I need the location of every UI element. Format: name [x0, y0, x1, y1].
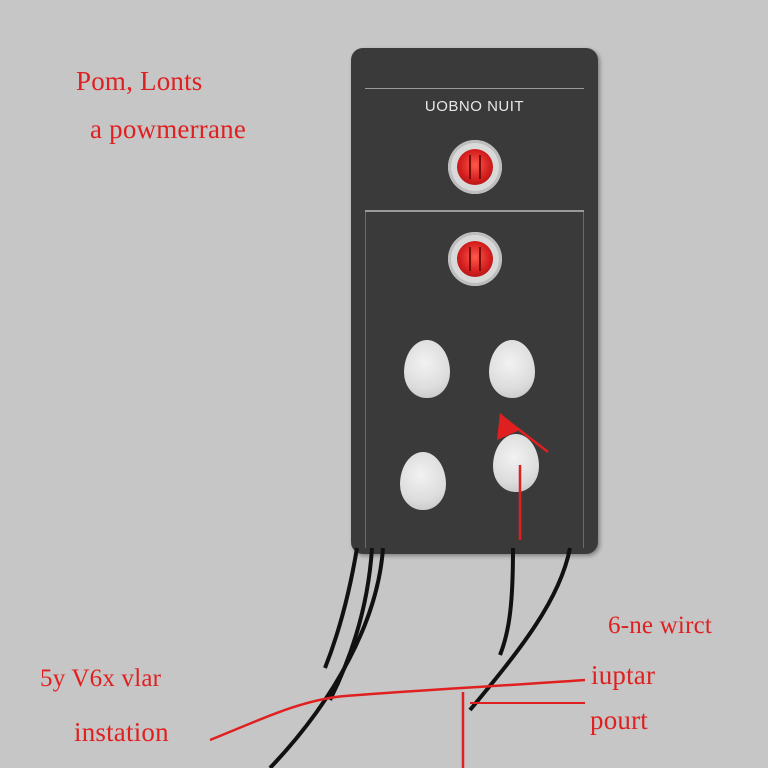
knob-upper-right[interactable]	[489, 340, 535, 398]
device-panel: UOBNO NUIT	[351, 48, 598, 554]
knob-lower-left[interactable]	[400, 452, 446, 510]
red-button-core-icon	[457, 241, 493, 277]
knob-lower-right[interactable]	[493, 434, 539, 492]
middle-red-button[interactable]	[448, 232, 502, 286]
red-line-horizontal	[209, 678, 586, 742]
red-button-core-icon	[457, 149, 493, 185]
red-arrow-head-icon	[497, 413, 520, 440]
label-right-3: pourt	[590, 705, 648, 735]
black-wire-3	[268, 547, 385, 768]
label-bottom-left-2: instation	[74, 717, 169, 747]
black-wire-5	[468, 547, 572, 712]
device-bottom-section	[365, 212, 584, 548]
black-wire-4	[498, 547, 515, 656]
black-wire-1	[323, 547, 359, 669]
label-bottom-left-1: 5y V6x vlar	[40, 665, 162, 692]
device-title: UOBNO NUIT	[424, 98, 525, 115]
label-top-left-1: Pom, Lonts	[76, 66, 203, 96]
top-red-button[interactable]	[448, 140, 502, 194]
label-right-1: 6-ne wirct	[608, 612, 713, 639]
label-top-left-2: a powmerrane	[90, 114, 247, 144]
label-right-2: iuptar	[591, 660, 656, 690]
knob-upper-left[interactable]	[404, 340, 450, 398]
device-top-section	[365, 88, 584, 212]
black-wire-2	[328, 547, 374, 701]
